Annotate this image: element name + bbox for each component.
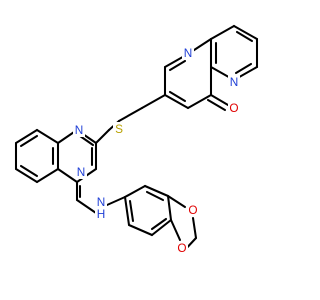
bond — [117, 106, 144, 123]
atom-o-carbonyl: O — [228, 101, 240, 115]
bond — [166, 194, 173, 222]
bond — [150, 218, 173, 237]
bond — [105, 195, 127, 207]
bond — [140, 93, 167, 110]
bond — [78, 134, 95, 147]
oxygen-label: O — [229, 101, 238, 115]
bond — [163, 93, 190, 110]
bond — [169, 218, 182, 242]
bond — [232, 24, 259, 41]
bond — [19, 134, 39, 148]
bond — [209, 24, 236, 41]
bond — [94, 128, 111, 145]
bond — [168, 59, 187, 72]
chemical-structure-diagram: N N O S N N N H O — [14, 24, 259, 255]
bond — [56, 167, 79, 184]
oxygen-label: O — [177, 241, 186, 255]
sulfur-label: S — [115, 122, 123, 136]
bond — [235, 30, 254, 43]
atom-s-thioether: S — [113, 122, 125, 136]
bond — [186, 93, 213, 110]
bond — [14, 167, 39, 184]
bond — [128, 199, 135, 223]
bond — [234, 62, 253, 75]
atom-n-quinazoline-3: N — [75, 165, 87, 179]
bond — [35, 128, 60, 145]
atom-n-amine: N H — [95, 195, 107, 221]
molecule-canvas: N N O S N N N H O — [14, 24, 259, 255]
bond — [75, 198, 98, 215]
nitrogen-label: N — [184, 46, 193, 60]
nitrogen-label: N — [77, 165, 86, 179]
bond — [168, 90, 187, 103]
nitrogen-label: N — [97, 195, 106, 209]
bond — [209, 93, 230, 107]
bond — [143, 184, 170, 198]
atom-n-quinazoline-1: N — [73, 123, 85, 137]
bond — [145, 190, 165, 202]
atom-o-dioxole-2: O — [176, 241, 188, 255]
bond — [191, 216, 198, 240]
bond — [206, 98, 227, 112]
hydrogen-label: H — [97, 207, 106, 221]
atom-n-bridge: N — [228, 75, 240, 89]
bond — [123, 195, 131, 227]
bond — [123, 184, 147, 199]
atom-o-dioxole-1: O — [187, 203, 199, 217]
bond — [150, 217, 168, 231]
nitrogen-label: N — [230, 75, 239, 89]
bond — [19, 164, 39, 178]
oxygen-label: O — [188, 203, 197, 217]
bond — [14, 128, 39, 145]
atom-n-pyrimidinone: N — [182, 46, 194, 60]
nitrogen-label: N — [75, 123, 84, 137]
bond — [35, 167, 60, 184]
bond — [127, 223, 154, 237]
bond — [166, 194, 187, 209]
